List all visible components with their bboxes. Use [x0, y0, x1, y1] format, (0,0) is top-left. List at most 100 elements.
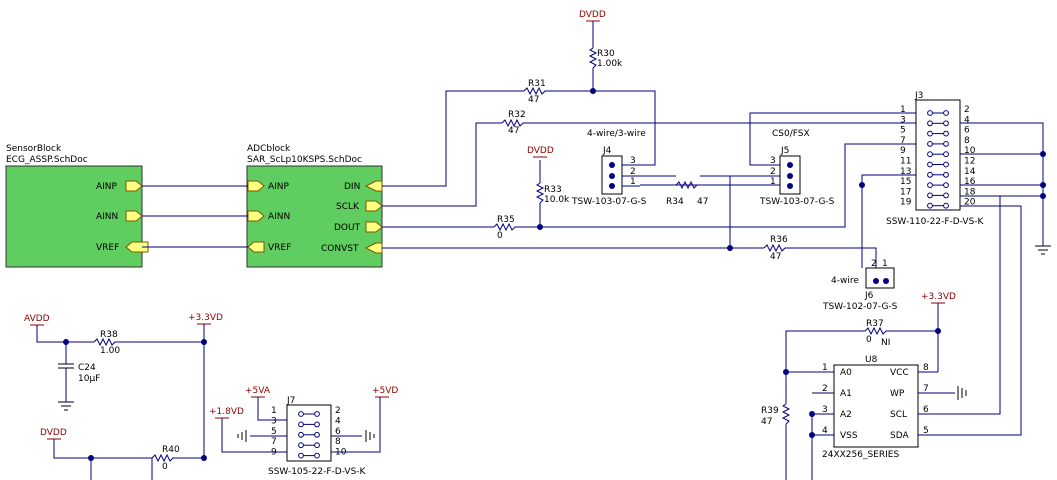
j3-pin-label: 3: [900, 115, 906, 125]
sensor-port-ainn: AINN: [96, 212, 118, 222]
j7-pin-label: 3: [271, 416, 277, 426]
c24-ref: C24: [78, 363, 96, 373]
j4-ref: J4: [602, 146, 612, 156]
j3-pin: [943, 202, 949, 209]
analog-wires: [142, 185, 248, 248]
j7-pin-label: 9: [271, 448, 277, 458]
j7-pin: [314, 421, 320, 428]
r33-ref: R33: [544, 185, 562, 195]
u8-pin-name: SDA: [890, 431, 909, 441]
resistor-r37[interactable]: R37 0 NI: [785, 303, 939, 373]
resistor-r35[interactable]: R35 0: [493, 215, 518, 241]
j3-pin-label: 2: [964, 105, 970, 115]
adc-port-ainp: AINP: [268, 182, 290, 192]
u8-pin-name: VCC: [890, 368, 909, 378]
resistor-r40[interactable]: R40 0: [53, 439, 204, 480]
j3-pin: [927, 110, 933, 116]
j3-pin-label: 11: [900, 157, 911, 167]
j3-pin-label: 12: [964, 157, 975, 167]
j7-pin: [314, 452, 320, 459]
r37-ref: R37: [866, 319, 884, 329]
j7-ref: J7: [286, 396, 295, 406]
j4-part: TSW-103-07-G-S: [571, 197, 647, 207]
j3-pin: [927, 171, 933, 178]
j7-pin: [298, 411, 304, 417]
u8-pin-number: 4: [822, 426, 828, 436]
resistor-r34[interactable]: R34 47: [666, 180, 708, 207]
r32-val: 47: [508, 126, 519, 136]
connector-j4[interactable]: 4-wire/3-wire J4 3 2 1 TSW-103-07-G-S: [571, 129, 647, 207]
j3-pin: [927, 141, 933, 147]
avdd-label: AVDD: [24, 314, 50, 324]
r37-val: 0: [866, 335, 872, 345]
j6-caption: 4-wire: [831, 276, 859, 286]
resistor-r36[interactable]: R36 47: [763, 235, 788, 262]
sensor-port-ainp: AINP: [96, 182, 118, 192]
u8-pin-number: 2: [822, 384, 828, 394]
c24-val: 10µF: [78, 374, 100, 384]
j7-pin-label: 10: [335, 448, 347, 458]
j3-pin: [927, 120, 933, 127]
ground-symbol-right: [1035, 245, 1051, 255]
j7-pin-label: 5: [271, 427, 277, 437]
r36-val: 47: [770, 252, 781, 262]
capacitor-c24[interactable]: C24 10µF: [58, 342, 100, 411]
j3-pin-label: 4: [964, 115, 970, 125]
sensor-block-file: ECG_ASSP.SchDoc: [6, 155, 88, 165]
j3-part: SSW-110-22-F-D-VS-K: [886, 217, 985, 227]
j3-pin-label: 16: [964, 177, 976, 187]
adc-block-file: SAR_ScLp10KSPS.SchDoc: [247, 155, 362, 165]
resistor-r39[interactable]: R39 47: [761, 372, 791, 480]
u8-pin-name: A1: [840, 389, 852, 399]
resistor-r31[interactable]: R31 47: [523, 79, 548, 105]
j3-pin: [943, 120, 949, 127]
digital-wires: [382, 30, 1044, 436]
j3-pin: [943, 182, 949, 189]
dvdd-bottom-label: DVDD: [40, 428, 67, 438]
resistor-r33[interactable]: R33 10.0k: [535, 182, 570, 205]
j3-pin: [943, 130, 949, 137]
j4-caption: 4-wire/3-wire: [587, 129, 646, 139]
j5-caption: CS0/FSX: [772, 129, 810, 139]
j4-pin3: 3: [630, 156, 636, 166]
r37-note: NI: [881, 338, 890, 348]
adc-port-ainn: AINN: [268, 212, 290, 222]
resistor-r30[interactable]: R30 1.00k: [588, 47, 623, 69]
adc-port-dout: DOUT: [334, 223, 361, 233]
dvdd-top-label: DVDD: [579, 10, 606, 20]
connector-j5[interactable]: CS0/FSX J5 3 2 1 TSW-103-07-G-S: [759, 129, 835, 207]
u8-pin-name: WP: [890, 389, 905, 399]
5vd-label: +5VD: [372, 386, 398, 396]
j6-pin1: 1: [882, 259, 888, 269]
u8-pin-number: 6: [923, 405, 929, 415]
power-labels: DVDD DVDD AVDD +3.3VD +3.3VD +5VA +1.8VD…: [24, 10, 956, 440]
u8-pin-name: VSS: [840, 431, 858, 441]
r39-ref: R39: [761, 406, 779, 416]
connector-j6[interactable]: 4-wire 2 1 J6 TSW-102-07-G-S: [822, 259, 898, 312]
j7-pin: [314, 411, 320, 417]
j3-pin: [927, 151, 933, 158]
j5-pin1: 1: [770, 177, 776, 187]
adc-block[interactable]: ADCblock SAR_ScLp10KSPS.SchDoc AINP AINN…: [246, 144, 383, 268]
v33-right-label: +3.3VD: [921, 292, 956, 302]
u8-pin-name: SCL: [890, 410, 907, 420]
dvdd-mid-label: DVDD: [527, 146, 554, 156]
resistor-r32[interactable]: R32 47: [501, 110, 526, 136]
j3-pin-label: 9: [900, 146, 906, 156]
sensor-port-vref: VREF: [96, 243, 119, 253]
j7-pin-label: 4: [335, 416, 341, 426]
j3-pin: [927, 130, 933, 137]
j7-wiring: [221, 397, 381, 453]
resistor-r38[interactable]: R38 1.00: [36, 324, 205, 356]
j6-pin2: 2: [871, 259, 877, 269]
j5-ref: J5: [780, 146, 789, 156]
sensor-block[interactable]: SensorBlock ECG_ASSP.SchDoc AINP AINN VR…: [5, 144, 149, 268]
j7-pin: [298, 431, 304, 438]
r33-val: 10.0k: [544, 195, 570, 205]
j3-pin: [943, 151, 949, 158]
j3-ref: J3: [914, 91, 923, 101]
